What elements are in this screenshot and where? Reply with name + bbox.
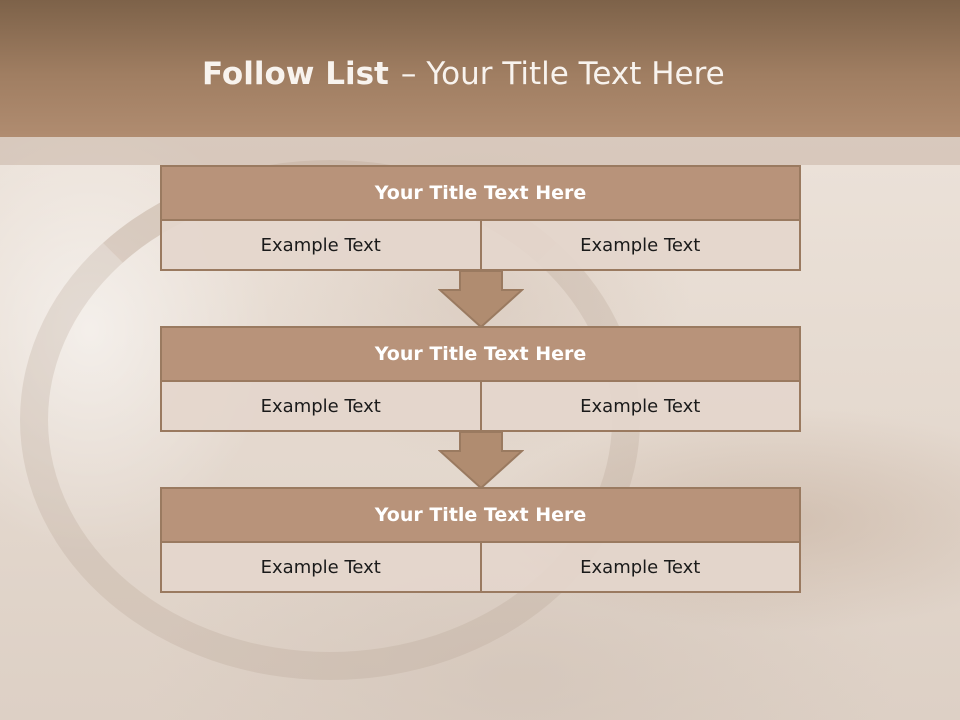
block-row: Example Text Example Text bbox=[160, 543, 801, 593]
title-bold: Follow List bbox=[202, 56, 389, 92]
list-block-2: Your Title Text Here Example Text Exampl… bbox=[160, 326, 801, 432]
title-dash: – bbox=[400, 56, 417, 92]
block-cell-right: Example Text bbox=[481, 543, 801, 593]
down-arrow-icon bbox=[438, 270, 524, 328]
block-title: Your Title Text Here bbox=[160, 165, 801, 221]
block-cell-right: Example Text bbox=[481, 221, 801, 271]
block-title: Your Title Text Here bbox=[160, 326, 801, 382]
slide-title: Follow List–Your Title Text Here bbox=[202, 56, 725, 92]
block-row: Example Text Example Text bbox=[160, 221, 801, 271]
block-cell-left: Example Text bbox=[160, 543, 482, 593]
block-title: Your Title Text Here bbox=[160, 487, 801, 543]
block-cell-left: Example Text bbox=[160, 221, 482, 271]
list-block-3: Your Title Text Here Example Text Exampl… bbox=[160, 487, 801, 593]
header-band bbox=[0, 0, 960, 137]
block-cell-left: Example Text bbox=[160, 382, 482, 432]
header-strip bbox=[0, 137, 960, 165]
down-arrow-icon bbox=[438, 431, 524, 489]
title-rest: Your Title Text Here bbox=[426, 56, 725, 92]
block-cell-right: Example Text bbox=[481, 382, 801, 432]
list-block-1: Your Title Text Here Example Text Exampl… bbox=[160, 165, 801, 271]
block-row: Example Text Example Text bbox=[160, 382, 801, 432]
